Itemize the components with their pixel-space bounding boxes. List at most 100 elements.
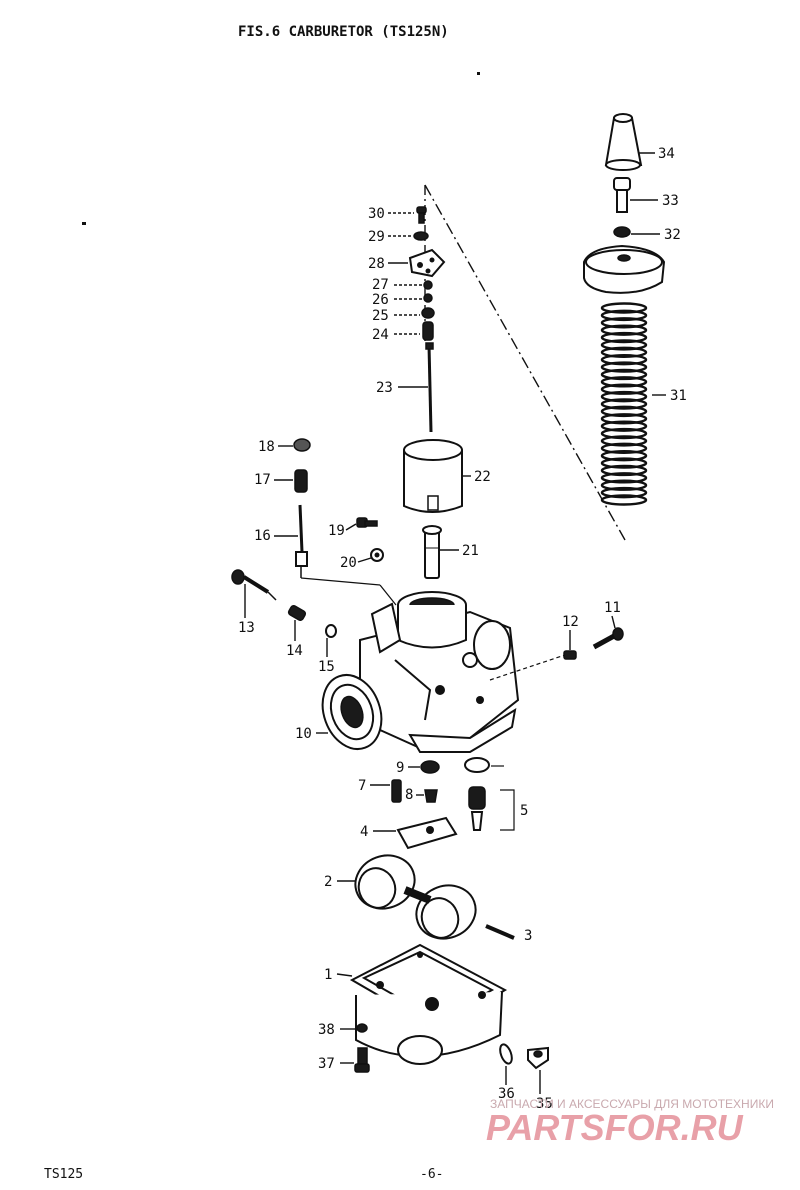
part-27-clip	[423, 280, 433, 290]
part-8-main-jet	[424, 789, 438, 803]
spring-coil	[600, 361, 648, 373]
part-14-spring	[287, 605, 307, 621]
callout-15: 15	[318, 659, 335, 675]
callout-25: 25	[372, 308, 389, 324]
spring-coil	[600, 346, 648, 359]
callouts: 34 33 32 31 30 29 28 27 26 25 24 23 22 2…	[238, 146, 687, 1112]
spring-coil	[600, 464, 648, 477]
part-31-spring	[600, 302, 648, 506]
part-top-cap	[583, 244, 666, 294]
leader	[357, 557, 372, 563]
callout-4: 4	[360, 824, 368, 840]
spring-coil	[600, 339, 648, 351]
part-7-pilot-jet	[391, 779, 402, 803]
spring-coil	[600, 368, 648, 381]
carburetor-body	[321, 591, 520, 753]
callout-12: 12	[562, 614, 579, 630]
part-36-o-ring	[499, 1043, 513, 1065]
guide-line	[424, 184, 626, 541]
callout-13: 13	[238, 620, 255, 636]
callout-29: 29	[368, 229, 385, 245]
callout-31: 31	[670, 388, 687, 404]
spring-coil	[600, 390, 648, 403]
spring-coil	[600, 309, 648, 322]
part-33-adjuster	[613, 177, 631, 213]
part-37-drain-screw	[354, 1047, 370, 1073]
part-13-pilot-screw	[231, 569, 277, 601]
callout-2: 2	[324, 874, 332, 890]
callout-26: 26	[372, 292, 389, 308]
part-5-float-valve	[468, 786, 486, 831]
part-1-float-chamber	[349, 943, 508, 1065]
figure-title: FIS.6 CARBURETOR (TS125N)	[238, 24, 449, 40]
spring-coil	[600, 302, 648, 314]
callout-30: 30	[368, 206, 385, 222]
callout-10: 10	[295, 726, 312, 742]
part-29-clip	[413, 231, 429, 241]
part-23-needle	[425, 342, 434, 433]
callout-1: 1	[324, 967, 332, 983]
callout-21: 21	[462, 543, 479, 559]
spring-coil	[600, 457, 648, 469]
spring-coil	[600, 449, 648, 462]
callout-32: 32	[664, 227, 681, 243]
spring-coil	[600, 494, 648, 506]
callout-7: 7	[358, 778, 366, 794]
spring-coil	[600, 442, 648, 455]
part-4-float-pin-plate	[396, 816, 458, 850]
spring-coil	[600, 435, 648, 447]
callout-9: 9	[396, 760, 404, 776]
callout-24: 24	[372, 327, 389, 343]
callout-18: 18	[258, 439, 275, 455]
spring-coil	[600, 331, 648, 344]
callout-11: 11	[604, 600, 621, 616]
spring-coil	[600, 413, 648, 425]
callout-17: 17	[254, 472, 271, 488]
callout-5: 5	[520, 803, 528, 819]
callout-34: 34	[658, 146, 675, 162]
callout-33: 33	[662, 193, 679, 209]
part-22-throttle-slide	[403, 439, 463, 513]
callout-8: 8	[405, 787, 413, 803]
callout-14: 14	[286, 643, 303, 659]
spring-coil	[600, 486, 648, 499]
callout-37: 37	[318, 1056, 335, 1072]
spring-coil	[600, 420, 648, 432]
callout-22: 22	[474, 469, 491, 485]
watermark-logo: PARTSFOR.RU	[486, 1107, 744, 1148]
part-3-float-pin	[485, 924, 515, 940]
part-25-seat	[421, 307, 435, 319]
part-26-washer	[423, 293, 433, 303]
spring-coil	[600, 427, 648, 440]
spring-coil	[600, 376, 648, 388]
part-6-o-ring	[464, 757, 490, 773]
leader	[336, 973, 353, 977]
spring-coil	[600, 353, 648, 366]
part-38-washer	[356, 1023, 368, 1033]
part-28-plate	[408, 248, 446, 278]
spring-coil	[600, 479, 648, 491]
spring-coil	[600, 383, 648, 395]
spring-coil	[600, 405, 648, 418]
part-2-float	[354, 854, 477, 940]
callout-38: 38	[318, 1022, 335, 1038]
speck	[82, 222, 86, 225]
speck	[477, 72, 480, 75]
spring-coil	[600, 317, 648, 329]
callout-20: 20	[340, 555, 357, 571]
part-32-nut	[613, 226, 631, 238]
leader	[345, 523, 357, 531]
callout-36: 36	[498, 1086, 515, 1102]
leader	[611, 615, 616, 629]
callout-16: 16	[254, 528, 271, 544]
callout-28: 28	[368, 256, 385, 272]
bracket	[500, 789, 515, 831]
leader	[489, 654, 566, 681]
part-11-throttle-screw	[592, 627, 624, 650]
spring-coil	[600, 398, 648, 410]
watermark-tagline: ЗАПЧАСТИ И АКСЕССУАРЫ ДЛЯ МОТОТЕХНИКИ	[490, 1097, 774, 1111]
callout-3: 3	[524, 928, 532, 944]
part-30-screw	[416, 206, 427, 224]
part-18-cap	[293, 438, 311, 452]
